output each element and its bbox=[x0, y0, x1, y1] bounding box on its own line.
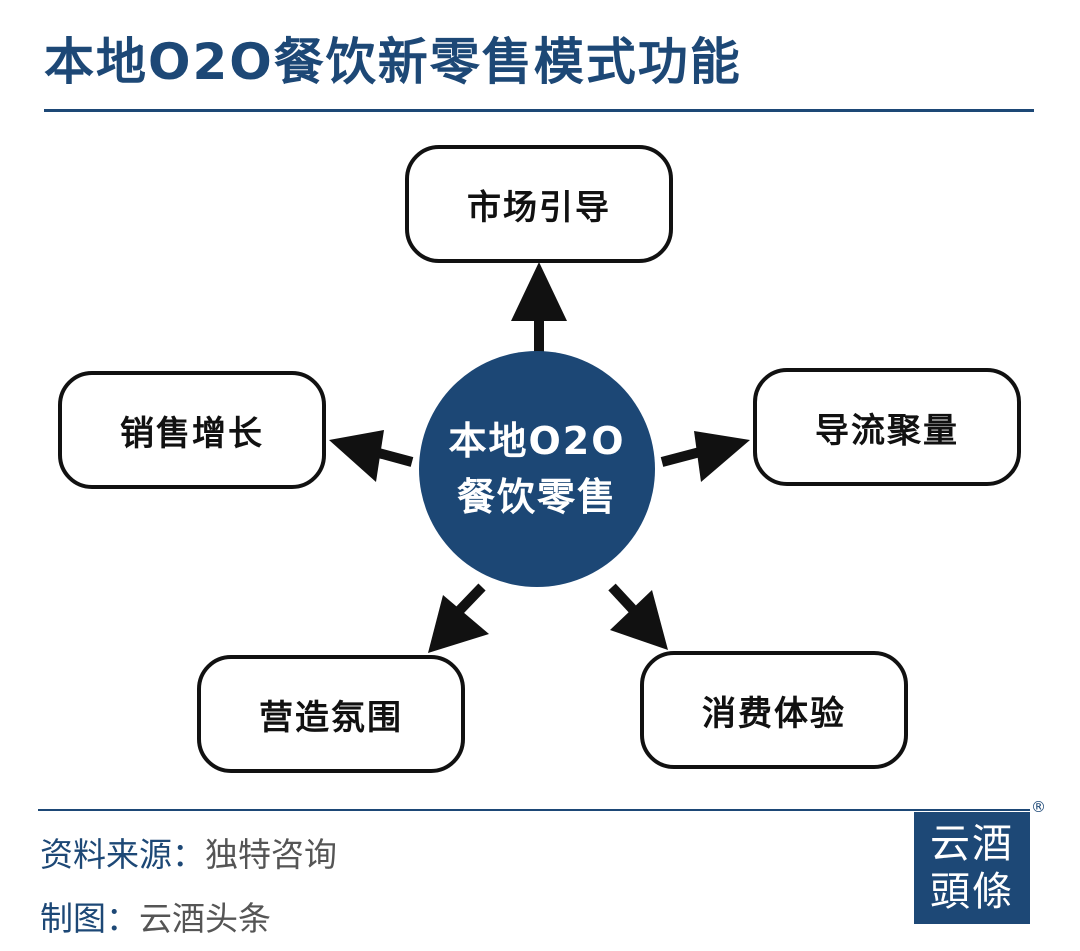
logo-line-2: 頭條 bbox=[930, 869, 1014, 915]
arrow-to-right bbox=[660, 447, 702, 467]
credit-line: 制图：云酒头条 bbox=[40, 892, 271, 940]
arrow-to-left bbox=[373, 447, 414, 467]
node-consumer-experience: 消费体验 bbox=[640, 651, 908, 769]
footer-divider bbox=[38, 809, 1030, 811]
source-label: 资料来源： bbox=[40, 835, 205, 874]
credit-value: 云酒头条 bbox=[139, 899, 271, 938]
hub-circle: 本地O2O 餐饮零售 bbox=[419, 351, 655, 587]
brand-logo: 云酒 頭條 bbox=[914, 812, 1030, 924]
title-divider bbox=[44, 109, 1034, 112]
arrowhead-right bbox=[694, 431, 750, 482]
arrow-to-bottom-left bbox=[454, 583, 486, 616]
hub-line-2: 餐饮零售 bbox=[456, 475, 617, 519]
page-title: 本地O2O餐饮新零售模式功能 bbox=[44, 33, 742, 91]
arrowhead-top bbox=[511, 262, 567, 321]
credit-label: 制图： bbox=[40, 899, 139, 938]
hub-line-1: 本地O2O bbox=[448, 419, 626, 463]
node-market-guidance: 市场引导 bbox=[405, 145, 673, 263]
source-line: 资料来源：独特咨询 bbox=[40, 828, 337, 876]
arrowhead-bottom-right bbox=[610, 590, 668, 650]
node-sales-growth: 销售增长 bbox=[58, 371, 326, 489]
source-value: 独特咨询 bbox=[205, 835, 337, 874]
node-traffic-aggregation: 导流聚量 bbox=[753, 368, 1021, 486]
arrowhead-bottom-left bbox=[428, 595, 489, 653]
node-atmosphere: 营造氛围 bbox=[197, 655, 465, 773]
arrowhead-left bbox=[329, 430, 384, 482]
logo-line-1: 云酒 bbox=[930, 821, 1014, 867]
registered-mark: ® bbox=[1031, 798, 1046, 816]
